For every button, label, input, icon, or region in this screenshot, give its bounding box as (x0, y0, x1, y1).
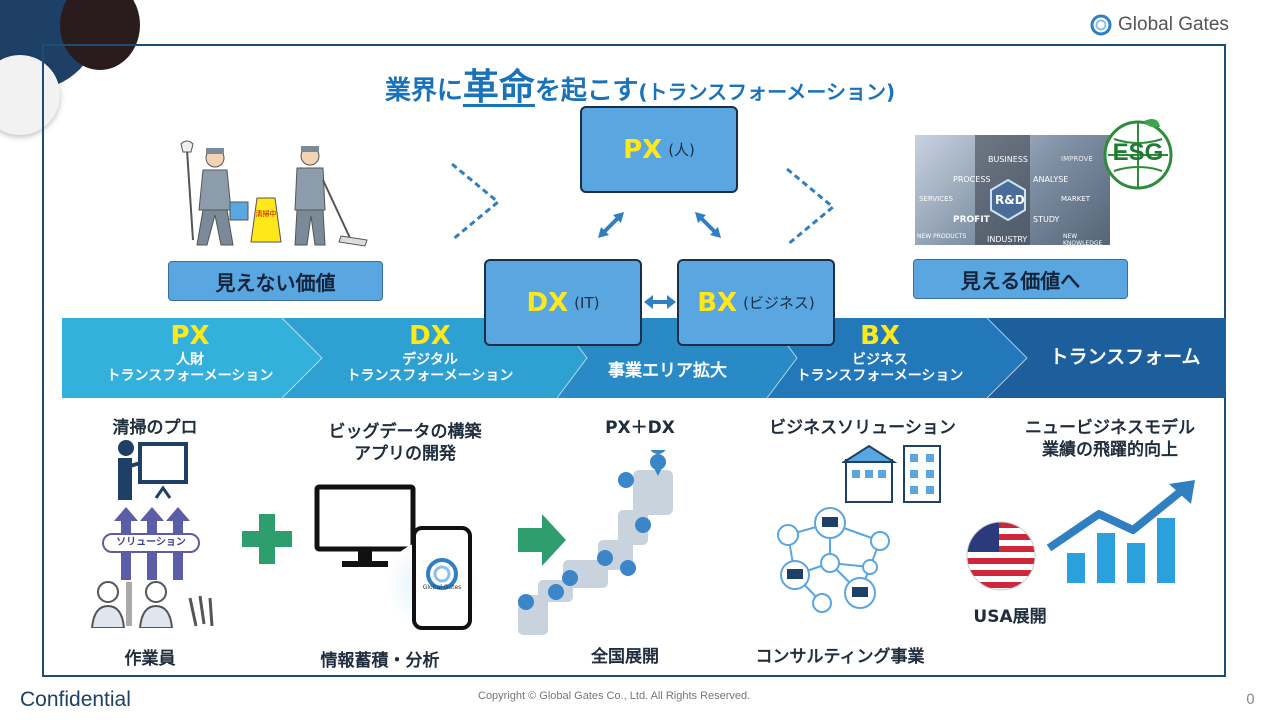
chevron-left-dashed (451, 162, 501, 242)
title-part2: を起こす (534, 76, 639, 106)
rd-center-label: R&D (995, 193, 1025, 207)
rd-word: INDUSTRY (987, 235, 1028, 244)
solution-pill: ソリューション (102, 533, 200, 553)
dx-box-sub: (IT) (574, 293, 600, 312)
smartphone-icon (412, 526, 472, 630)
double-arrow-dx-bx-icon (644, 295, 676, 309)
px-box-main: PX (623, 134, 663, 165)
workers-icon (90, 581, 214, 628)
buildings-icon (842, 444, 941, 503)
double-arrow-px-dx-icon (598, 212, 624, 238)
rd-word: NEW PRODUCTS (917, 233, 967, 240)
c1-bottom-caption: 作業員 (124, 649, 176, 669)
dx-box: DX (IT) (484, 259, 642, 346)
visible-value-box: 見える価値へ (913, 259, 1128, 299)
c2-top-caption-2: アプリの開発 (354, 444, 456, 464)
bar-area-label: 事業エリア拡大 (608, 361, 727, 381)
rd-business-image: BUSINESS IMPROVE PROCESS ANALYSE SERVICE… (915, 135, 1110, 245)
px-box-sub: (人) (668, 141, 695, 159)
rd-word: BUSINESS (988, 155, 1028, 164)
page-title: 業界に革命を起こす(トランスフォーメーション) (300, 58, 980, 110)
bar-dx-big: DX (409, 321, 451, 351)
c5-top-caption-1: ニュービジネスモデル (1025, 418, 1195, 438)
title-paren: (トランスフォーメーション) (638, 80, 896, 104)
copyright-text: Copyright © Global Gates Co., Ltd. All R… (478, 690, 751, 702)
bar-dx-label: DX デジタル トランスフォーメーション (330, 321, 530, 384)
presenter-icon (118, 440, 188, 500)
chevron-right-dashed (786, 167, 836, 247)
bar-px-line1: 人財 (176, 351, 204, 368)
bar-dx-line2: トランスフォーメーション (346, 367, 514, 384)
rd-word: NEW KNOWLEDGE (1063, 233, 1103, 245)
cleaning-sign-text: 清掃中 (256, 209, 277, 218)
usa-flag-icon (966, 521, 1036, 591)
c4-bottom-caption: コンサルティング事業 (755, 647, 925, 667)
bar-px-label: PX 人財 トランスフォーメーション (90, 321, 290, 384)
c2-top-caption-1: ビッグデータの構築 (328, 422, 482, 442)
phone-app-label: Global Gates (422, 584, 462, 591)
bx-box-main: BX (697, 287, 738, 318)
c3-bottom-caption: 全国展開 (591, 647, 659, 667)
brand-logo-text: Global Gates (1118, 14, 1229, 35)
c2-bottom-caption: 情報蓄積・分析 (320, 651, 440, 671)
dx-box-main: DX (526, 287, 569, 318)
monitor-icon (314, 484, 416, 567)
px-box: PX (人) (580, 106, 738, 193)
plus-icon (242, 514, 292, 564)
rd-word: IMPROVE (1061, 155, 1093, 163)
bar-bx-label: BX ビジネス トランスフォーメーション (780, 321, 980, 384)
rd-word: ANALYSE (1033, 175, 1069, 184)
esg-label: ESG (1112, 139, 1164, 166)
bar-dx-line1: デジタル (402, 351, 458, 368)
rd-word: MARKET (1061, 195, 1090, 203)
bar-bx-line1: ビジネス (852, 351, 908, 368)
bx-box-sub: (ビジネス) (743, 294, 815, 312)
growth-chart-icon (1046, 480, 1195, 583)
corner-circle-dark (60, 0, 140, 70)
title-part1: 業界に (384, 76, 463, 106)
right-arrow-icon (518, 514, 566, 566)
title-emphasis: 革命 (462, 67, 535, 108)
brand-logo: Global Gates (1090, 14, 1229, 36)
confidential-label: Confidential (20, 688, 131, 711)
network-stores-icon (777, 507, 890, 613)
bar-transform-label: トランスフォーム (1049, 346, 1201, 368)
japan-map-icon (518, 450, 673, 635)
double-arrow-px-bx-icon (695, 212, 721, 238)
cleaning-staff-illustration: 清掃中 (180, 140, 368, 247)
c3-top-caption: PX＋DX (605, 418, 675, 438)
globe-logo-icon (1090, 14, 1112, 36)
bx-box: BX (ビジネス) (677, 259, 835, 346)
page-number: 0 (1246, 692, 1255, 708)
bar-px-big: PX (170, 321, 210, 351)
rd-word: STUDY (1033, 215, 1060, 224)
c1-top-caption: 清掃のプロ (112, 418, 198, 438)
c4-top-caption: ビジネスソリューション (769, 418, 956, 438)
flow-seg-transform (987, 318, 1226, 398)
esg-badge: ESG (1100, 115, 1176, 191)
rd-word: PROCESS (953, 175, 991, 184)
rd-word: PROFIT (953, 215, 990, 225)
bar-bx-big: BX (860, 321, 900, 351)
esg-globe-icon (1103, 119, 1173, 190)
flow-seg-px (62, 318, 322, 398)
bar-px-line2: トランスフォーメーション (106, 367, 274, 384)
rd-word: SERVICES (919, 195, 953, 203)
bar-bx-line2: トランスフォーメーション (796, 367, 964, 384)
rd-hexagon-graphic (975, 135, 1030, 245)
c5-usa-caption: USA展開 (973, 607, 1047, 627)
invisible-value-box: 見えない価値 (168, 261, 383, 301)
c5-top-caption-2: 業績の飛躍的向上 (1042, 440, 1178, 460)
